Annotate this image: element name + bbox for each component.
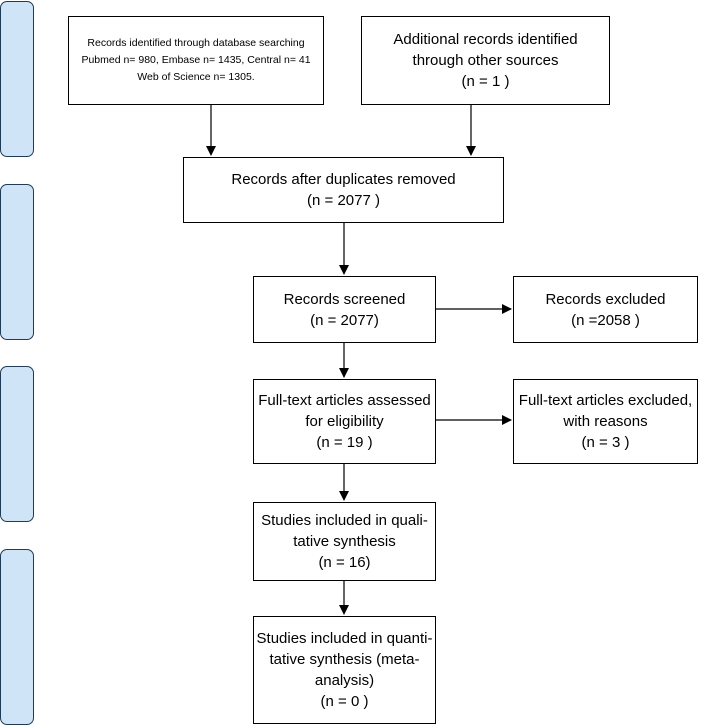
box-line: with reasons	[563, 413, 648, 430]
stage-tab-identification	[0, 1, 34, 157]
box-line: through other sources	[412, 52, 559, 69]
box-line: for eligibility	[305, 413, 384, 430]
box-line: (n = 1 )	[461, 73, 510, 90]
box-line: Full-text articles excluded,	[518, 392, 693, 409]
box-line: (n = 0 )	[320, 693, 369, 710]
box-other-sources: Additional records identified through ot…	[361, 16, 610, 105]
stage-tab-included	[0, 549, 34, 725]
box-line: Studies included in quali-	[261, 512, 428, 529]
box-fulltext-assessed: Full-text articles assessed for eligibil…	[253, 379, 436, 464]
box-line: (n = 19 )	[316, 434, 373, 451]
box-line: Records identified through database sear…	[87, 37, 305, 49]
box-line: Studies included in quanti-	[256, 630, 433, 647]
box-line: (n =2058 )	[571, 311, 640, 329]
stage-tab-screening	[0, 184, 34, 340]
box-line: Pubmed n= 980, Embase n= 1435, Central n…	[81, 54, 311, 66]
box-line: (n = 16)	[318, 554, 371, 571]
box-line: Full-text articles assessed	[258, 392, 431, 409]
box-database-search: Records identified through database sear…	[68, 16, 324, 105]
box-line: (n = 3 )	[581, 434, 630, 451]
box-line: tative synthesis	[293, 533, 396, 550]
box-line: Additional records identified	[393, 31, 578, 48]
box-line: (n = 2077)	[310, 311, 379, 329]
box-duplicates-removed: Records after duplicates removed (n = 20…	[183, 157, 504, 223]
box-line: (n = 2077 )	[307, 192, 380, 209]
box-line: tative synthesis (meta-	[269, 651, 420, 668]
box-line: Records excluded	[545, 290, 666, 308]
box-fulltext-excluded: Full-text articles excluded, with reason…	[513, 379, 698, 464]
box-line: Web of Science n= 1305.	[137, 71, 255, 83]
stage-tab-eligibility	[0, 366, 34, 522]
box-records-screened: Records screened (n = 2077)	[253, 276, 436, 343]
box-line: Records after duplicates removed	[231, 171, 456, 188]
box-qualitative-synthesis: Studies included in quali- tative synthe…	[253, 502, 436, 581]
box-quantitative-synthesis: Studies included in quanti- tative synth…	[253, 616, 436, 724]
box-line: analysis)	[314, 672, 375, 689]
box-line: Records screened	[283, 290, 406, 308]
box-records-excluded: Records excluded (n =2058 )	[513, 276, 698, 343]
